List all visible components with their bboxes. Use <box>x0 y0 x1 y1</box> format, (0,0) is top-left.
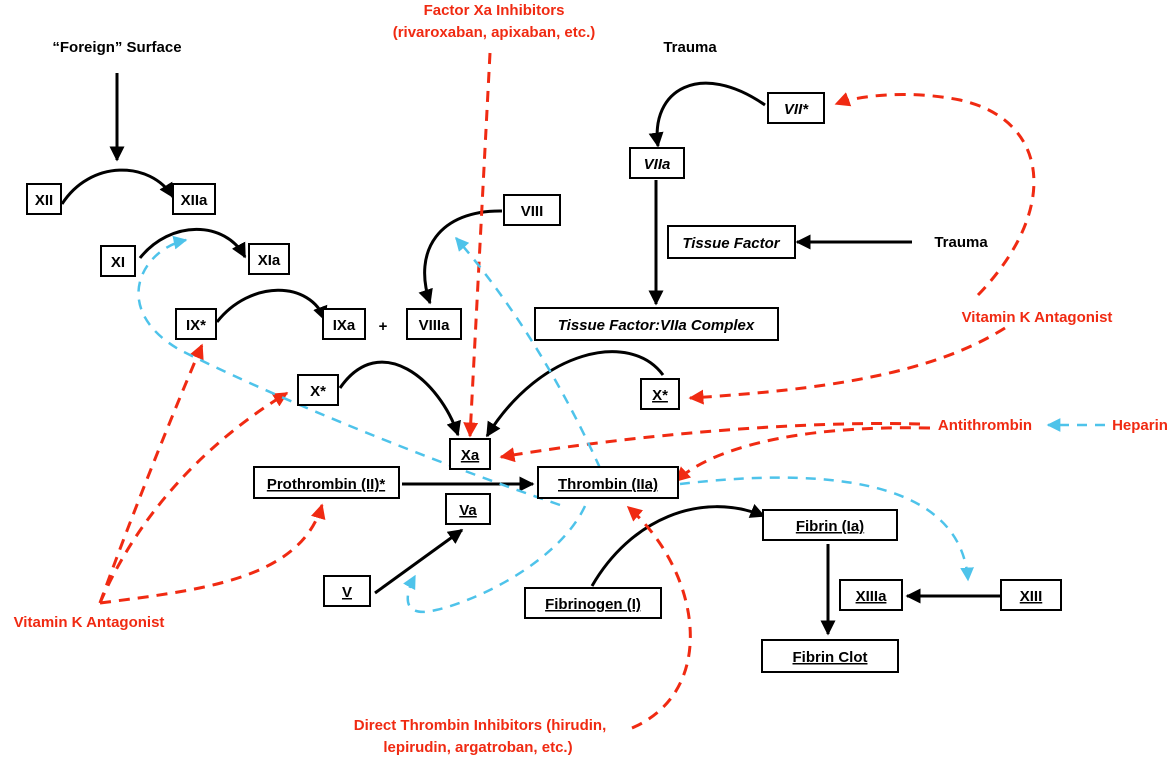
node-thrombin-label: Thrombin (IIa) <box>558 476 658 493</box>
node-viiia-label: VIIIa <box>419 317 451 334</box>
node-xiii: XIII <box>1000 579 1062 611</box>
arrow-vka-left-to-x-left <box>98 391 289 604</box>
node-tissue-factor-label: Tissue Factor <box>682 235 780 252</box>
arrow-fibrinogen-to-fibrin <box>590 503 766 587</box>
node-vii: VII* <box>767 92 825 124</box>
node-tissue-factor: Tissue Factor <box>667 225 796 259</box>
node-prothrombin: Prothrombin (II)* <box>253 466 400 499</box>
factor-xa-inhibitors-examples: (rivaroxaban, apixaban, etc.) <box>393 24 596 41</box>
arrow-dti-to-thrombin <box>626 505 692 730</box>
arrow-viii-to-viiia <box>418 209 503 305</box>
node-viia-label: VIIa <box>644 156 671 173</box>
node-xiiia-label: XIIIa <box>856 588 888 605</box>
factor-xa-inhibitors-title: Factor Xa Inhibitors <box>424 2 565 19</box>
inhibitor-arrows <box>98 52 1036 730</box>
direct-thrombin-inhibitors-examples: lepirudin, argatroban, etc.) <box>383 739 572 756</box>
node-xii-label: XII <box>35 192 53 209</box>
arrow-x-right-to-xa <box>485 350 665 438</box>
vitamin-k-antagonist-left-label: Vitamin K Antagonist <box>14 614 165 631</box>
node-xi-label: XI <box>111 254 125 271</box>
trauma-top-label: Trauma <box>663 39 717 56</box>
arrow-vka-left-to-prothrombin <box>99 503 326 605</box>
node-fibrin-label: Fibrin (Ia) <box>796 518 864 535</box>
node-x-right: X* <box>640 378 680 410</box>
node-viia: VIIa <box>629 147 685 179</box>
arrow-factor-xa-inhibitors-to-xa <box>463 52 492 438</box>
node-xa: Xa <box>449 438 491 470</box>
node-xiii-label: XIII <box>1020 588 1043 605</box>
arrow-antithrombin-to-thrombin <box>674 426 931 483</box>
node-fibrin-clot: Fibrin Clot <box>761 639 899 673</box>
node-va: Va <box>445 493 491 525</box>
node-ixa: IXa <box>322 308 366 340</box>
node-ix-label: IX* <box>186 317 206 334</box>
node-fibrin: Fibrin (Ia) <box>762 509 898 541</box>
node-v: V <box>323 575 371 607</box>
node-vii-label: VII* <box>784 101 809 118</box>
node-xi: XI <box>100 245 136 277</box>
arrow-ix-to-ixa <box>215 288 328 323</box>
node-viii: VIII <box>503 194 561 226</box>
arrow-vii-to-viia <box>648 81 766 148</box>
antithrombin-label: Antithrombin <box>938 417 1032 434</box>
node-xiiia: XIIIa <box>839 579 903 611</box>
node-xia: XIa <box>248 243 290 275</box>
arrow-thrombin-to-viii <box>455 236 602 469</box>
node-fibrinogen-label: Fibrinogen (I) <box>545 596 641 613</box>
arrow-xi-to-xia <box>138 228 247 259</box>
arrow-xii-to-xiia <box>60 168 175 205</box>
arrow-thrombin-to-v <box>403 505 587 613</box>
arrow-thrombin-to-xi <box>137 235 561 507</box>
node-xiia: XIIa <box>172 183 216 215</box>
node-prothrombin-label: Prothrombin (II)* <box>267 476 385 493</box>
vitamin-k-antagonist-right-label: Vitamin K Antagonist <box>962 309 1113 326</box>
feedback-arrows <box>137 235 1105 613</box>
arrow-vka-right-to-x-right <box>688 326 1006 405</box>
node-viii-label: VIII <box>521 203 544 220</box>
node-va-label: Va <box>459 502 477 519</box>
node-fibrin-clot-label: Fibrin Clot <box>793 649 868 666</box>
node-xa-label: Xa <box>461 447 480 464</box>
plus-sign: + <box>379 318 388 335</box>
node-tf-viia-complex: Tissue Factor:VIIa Complex <box>534 307 779 341</box>
arrow-x-left-to-xa <box>338 360 461 437</box>
arrow-thrombin-to-xiii <box>679 476 974 582</box>
trauma-right-label: Trauma <box>934 234 988 251</box>
node-xiia-label: XIIa <box>181 192 208 209</box>
foreign-surface-label: “Foreign” Surface <box>52 39 181 56</box>
node-viiia: VIIIa <box>406 308 462 340</box>
arrow-vka-right-to-vii <box>834 92 1036 297</box>
node-xia-label: XIa <box>258 252 281 269</box>
heparin-label: Heparin <box>1112 417 1168 434</box>
node-xii: XII <box>26 183 62 215</box>
arrow-v-to-va <box>374 528 464 595</box>
pathway-arrows <box>60 73 1000 636</box>
node-x-right-label: X* <box>652 387 668 404</box>
arrow-vka-left-to-ix <box>98 343 204 604</box>
node-x-left-label: X* <box>310 383 326 400</box>
node-thrombin: Thrombin (IIa) <box>537 466 679 499</box>
arrow-antithrombin-to-xa <box>499 421 921 463</box>
node-ix: IX* <box>175 308 217 340</box>
node-tf-viia-complex-label: Tissue Factor:VIIa Complex <box>558 317 755 334</box>
direct-thrombin-inhibitors-title: Direct Thrombin Inhibitors (hirudin, <box>354 717 607 734</box>
node-fibrinogen: Fibrinogen (I) <box>524 587 662 619</box>
node-ixa-label: IXa <box>333 317 356 334</box>
node-x-left: X* <box>297 374 339 406</box>
node-v-label: V <box>342 584 352 601</box>
